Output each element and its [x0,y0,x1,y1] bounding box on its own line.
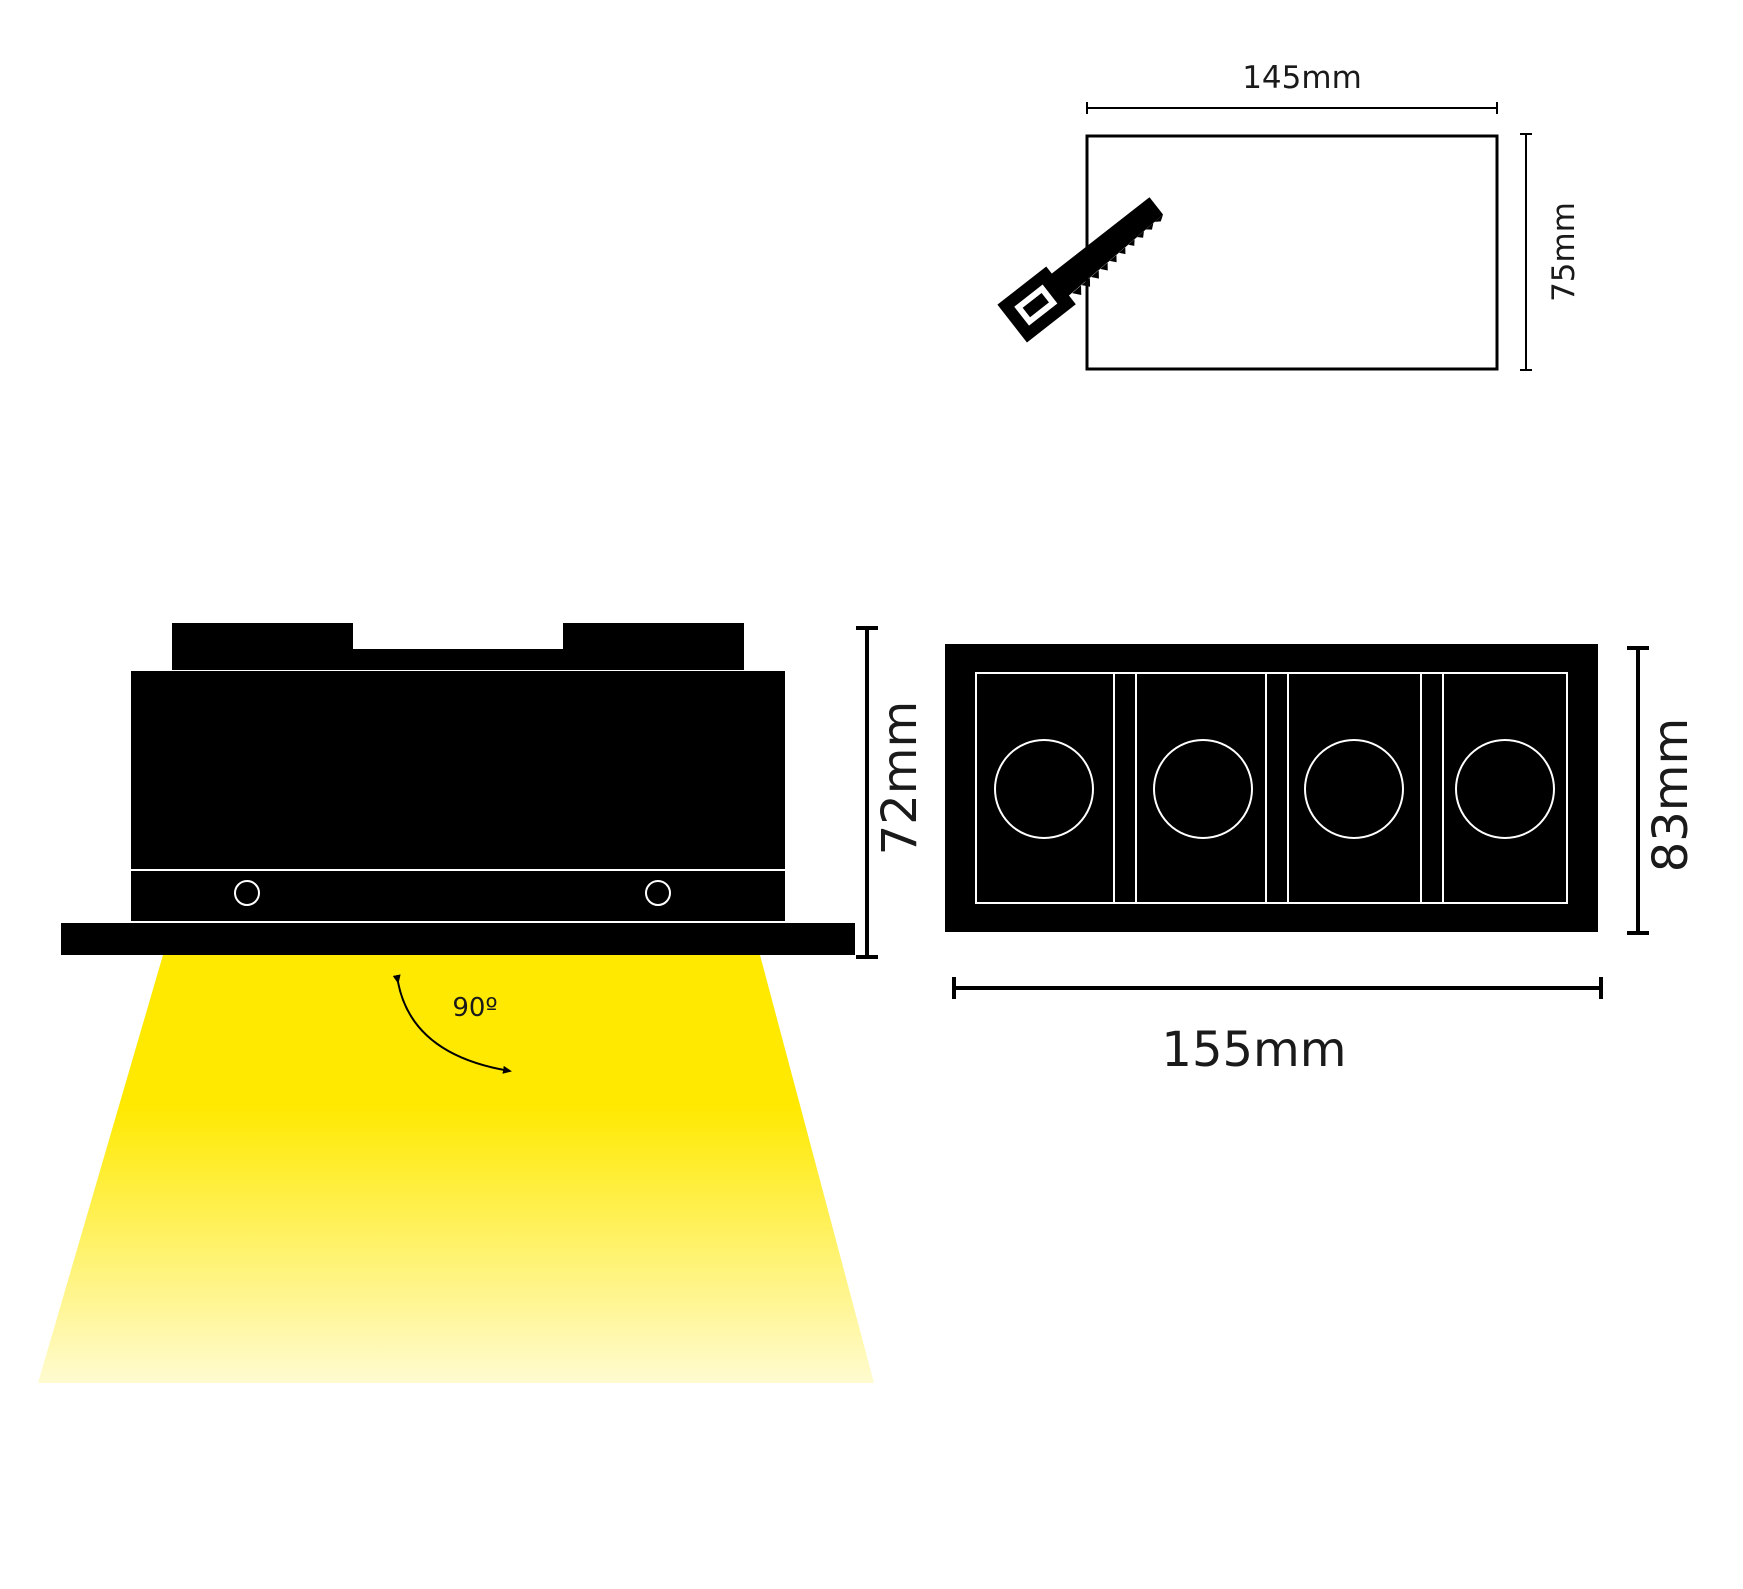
cutout-height-dimension: 75mm [1520,133,1582,371]
cutout-height-label: 75mm [1546,202,1582,302]
side-height-label: 72mm [872,701,928,856]
side-view: 72mm 90º [38,623,928,1383]
light-beam [38,955,874,1383]
led-lens [1455,739,1555,839]
lens-separators [1113,673,1444,903]
led-lens [1304,739,1404,839]
cutout-width-dimension: 145mm [1086,60,1498,114]
beam-angle-annotation: 90º [392,974,512,1074]
mounting-bridge [352,649,564,670]
led-lens [994,739,1094,839]
saw-icon [997,197,1164,343]
lens-panel-outline [975,672,1568,904]
mounting-clip-right [563,623,744,670]
front-height-dimension: 83mm [1627,646,1699,935]
front-height-label: 83mm [1643,718,1699,873]
front-trim [945,644,1598,932]
curved-double-arrow-icon [392,974,512,1074]
front-width-label: 155mm [1161,1022,1346,1078]
cutout-outline [1085,134,1499,371]
beam-angle-label: 90º [452,993,497,1023]
fixture-body [131,671,785,921]
mounting-clip-left [172,623,353,670]
front-view: 83mm 155mm [945,644,1699,1078]
side-height-dimension: 72mm [856,626,928,959]
cutout-width-label: 145mm [1242,60,1362,96]
trim-flange [61,923,855,955]
screw-hole-right [645,880,671,906]
led-lens [1153,739,1253,839]
front-width-dimension: 155mm [952,977,1603,1078]
cutout-view: 145mm 75mm [997,60,1582,371]
screw-hole-left [234,880,260,906]
